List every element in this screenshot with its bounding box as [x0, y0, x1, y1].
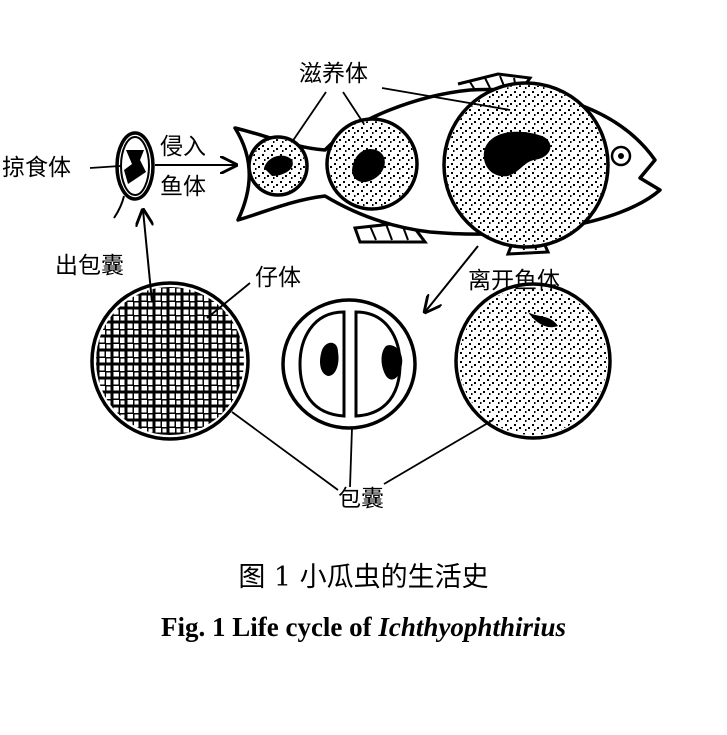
arrow-leave-fish — [425, 245, 479, 312]
figure-caption-english: Fig. 1 Life cycle of Ichthyophthirius — [0, 612, 727, 643]
label-cyst: 包囊 — [338, 486, 384, 512]
label-tomite: 仔体 — [255, 265, 301, 291]
trophont-large — [442, 81, 610, 249]
trophont-small — [247, 135, 309, 197]
label-trophont: 滋养体 — [299, 61, 368, 87]
cyst-new — [454, 282, 612, 440]
label-invade-2: 鱼体 — [160, 174, 206, 200]
caption-genus: Ichthyophthirius — [378, 612, 566, 642]
cyst-tomites — [90, 281, 250, 441]
leader-lines — [89, 87, 511, 491]
trophont-medium — [325, 117, 419, 211]
label-leave-fish: 离开鱼体 — [468, 268, 560, 294]
cyst-dividing — [281, 298, 417, 430]
theront-cell — [113, 131, 155, 219]
figure-caption-chinese: 图 1 小瓜虫的生活史 — [238, 562, 489, 593]
arrow-excyst — [143, 210, 152, 303]
label-theront: 掠食体 — [2, 155, 71, 181]
caption-english-prefix: Fig. 1 Life cycle of — [160, 612, 379, 642]
label-excyst: 出包囊 — [55, 253, 124, 279]
life-cycle-diagram — [89, 72, 662, 491]
fish-eye — [610, 145, 632, 167]
label-invade-1: 侵入 — [160, 134, 206, 160]
cycle-arrows — [143, 165, 479, 312]
